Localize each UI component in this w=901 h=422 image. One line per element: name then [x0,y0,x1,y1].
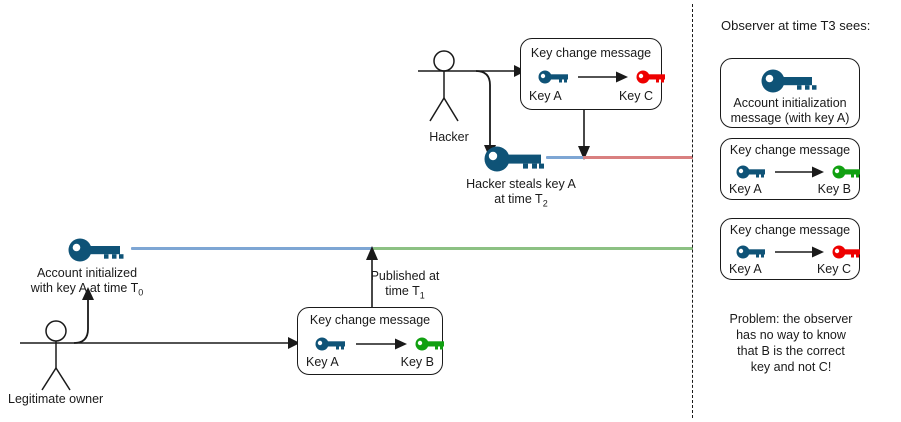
observer-card-account-init: Account initialization message (with key… [720,58,860,128]
panel-divider [692,4,693,418]
upper-timeline-keyA-segment [546,156,584,159]
upper-timeline-keyC-segment [583,156,693,159]
owner-to-key-label: Key B [400,355,434,369]
observer-card-1-caption-line1: Account initialization [733,96,847,110]
hacker-from-key-label: Key A [529,89,562,103]
steal-caption-sub: 2 [542,198,548,209]
owner-connectors [20,287,300,349]
account-init-caption-line1: Account initialized [36,266,138,280]
publish-caption-sub: 1 [419,290,425,301]
observer-card-key-change-b: Key change message Key A Key B [720,138,860,200]
owner-key-change-transition [315,337,444,351]
observer-card-3-title: Key change message [729,223,851,237]
account-init-key-icon [68,238,124,262]
lower-timeline-keyA-segment [131,247,374,250]
observer-problem-note-line3: that B is the correct [737,344,845,358]
hacker-key-change-title: Key change message [530,46,652,60]
init-caption-sub: 0 [138,287,144,298]
stolen-key-icon [484,146,544,172]
observer-card-key-change-c: Key change message Key A Key C [720,218,860,280]
publish-caption-line2: time T1 [340,284,470,304]
hacker-key-change-transition [538,70,665,84]
key-b-icon [832,165,860,179]
observer-card-1-caption-line2: message (with key A) [730,111,850,125]
key-a-icon [315,337,345,351]
hacker-steal-caption-line1: Hacker steals key A [466,177,576,191]
hacker-actor-label: Hacker [429,130,469,144]
publish-caption-text: time T [385,284,420,298]
steal-caption-text: at time T [494,192,543,206]
observer-card-2-title: Key change message [729,143,851,157]
key-a-icon [538,70,568,84]
observer-card-2-to-key-label: Key B [817,182,851,196]
owner-figure [41,320,71,391]
observer-card-3-from-key-label: Key A [729,262,762,276]
observer-problem-note-line1: Problem: the observer [729,312,853,326]
observer-card-2-from-key-label: Key A [729,182,762,196]
observer-card-3-to-key-label: Key C [816,262,851,276]
observer-panel-title: Observer at time T3 sees: [721,18,871,33]
publish-caption-line1: Published at [370,269,440,283]
owner-key-change-title: Key change message [309,313,431,327]
owner-from-key-label: Key A [306,355,339,369]
hacker-steal-caption-line2: at time T2 [441,192,601,212]
observer-card-2-transition [736,165,860,179]
owner-publish-arrow [366,246,378,308]
account-init-caption-line2: with key A at time T0 [0,281,182,301]
key-a-icon [736,245,765,259]
init-caption-text: with key A at time T [30,281,139,295]
key-a-icon [736,165,765,179]
observer-problem-note-line4: key and not C! [750,360,832,374]
owner-actor-label: Legitimate owner [8,392,104,406]
key-c-icon [832,245,860,259]
lower-timeline-keyB-segment [373,247,693,250]
hacker-to-key-label: Key C [618,89,653,103]
observer-problem-note-line2: has no way to know [736,328,846,342]
hacker-key-change-box: Key change message Key A [520,38,665,110]
owner-key-change-box: Key change message Key A Key B [297,307,444,375]
key-b-icon [415,337,444,351]
hacker-publish-arrow [578,110,590,160]
key-c-icon [636,70,665,84]
account-init-key-icon [761,69,817,93]
observer-card-3-transition [736,245,860,259]
